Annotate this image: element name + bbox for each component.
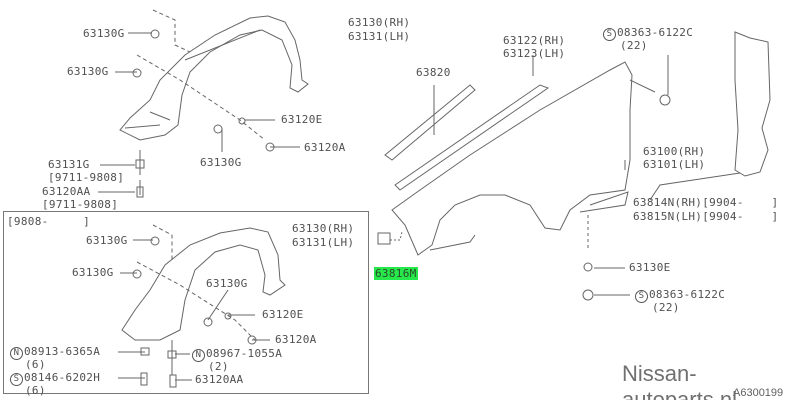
callout-63123-lh[interactable]: 63123(LH) <box>503 47 566 60</box>
quantity: (6) <box>25 384 46 397</box>
callout-63120aa[interactable]: 63120AA <box>42 185 91 198</box>
callout-63101-lh[interactable]: 63101(LH) <box>643 158 706 171</box>
watermark: Nissan-autoparts.nl <box>622 361 737 400</box>
part-number: 08967-1055A <box>206 347 283 360</box>
screw-symbol-icon: S <box>10 373 23 386</box>
fender-liner-box <box>118 224 286 388</box>
callout-63130g[interactable]: 63130G <box>83 27 125 40</box>
callout-63814n-rh[interactable]: 63814N(RH)[9904- ] <box>633 196 779 209</box>
callout-63130g[interactable]: 63130G <box>206 277 248 290</box>
diagram-code: A6300199 <box>733 387 784 399</box>
callout-63130g[interactable]: 63130G <box>67 65 109 78</box>
callout-63131-lh[interactable]: 63131(LH) <box>292 236 355 249</box>
callout-63130g[interactable]: 63130G <box>200 156 242 169</box>
callout-63130-rh[interactable]: 63130(RH) <box>292 222 355 235</box>
callout-63120e[interactable]: 63120E <box>262 308 304 321</box>
screw-symbol-icon: S <box>635 290 648 303</box>
callout-63816m-highlighted[interactable]: 63816M <box>374 267 418 280</box>
callout-63120e[interactable]: 63120E <box>281 113 323 126</box>
callout-63131-lh[interactable]: 63131(LH) <box>348 30 411 43</box>
callout-63815n-lh[interactable]: 63815N(LH)[9904- ] <box>633 210 779 223</box>
callout-63122-rh[interactable]: 63122(RH) <box>503 34 566 47</box>
callout-63131g[interactable]: 63131G <box>48 158 90 171</box>
date-range: [9711-9808] <box>48 171 125 184</box>
nut-symbol-icon: N <box>192 349 205 362</box>
callout-63130e[interactable]: 63130E <box>629 261 671 274</box>
part-number: 08363-6122C <box>617 26 694 39</box>
fender-liner-top <box>98 9 309 198</box>
callout-63120aa[interactable]: 63120AA <box>195 373 244 386</box>
callout-63130g[interactable]: 63130G <box>86 234 128 247</box>
fender-panel <box>377 31 771 301</box>
nut-symbol-icon: N <box>10 347 23 360</box>
callout-63100-rh[interactable]: 63100(RH) <box>643 145 706 158</box>
callout-63120a[interactable]: 63120A <box>275 333 317 346</box>
revision-box <box>3 211 369 394</box>
box-date-range: [9808- ] <box>7 215 91 228</box>
quantity: (22) <box>620 39 648 52</box>
screw-symbol-icon: S <box>603 28 616 41</box>
part-number: 08363-6122C <box>649 288 726 301</box>
callout-63120a[interactable]: 63120A <box>304 141 346 154</box>
callout-63820[interactable]: 63820 <box>416 66 451 79</box>
quantity: (22) <box>652 301 680 314</box>
part-number: 08913-6365A <box>24 345 101 358</box>
callout-63130g[interactable]: 63130G <box>72 266 114 279</box>
quantity: (6) <box>25 358 46 371</box>
date-range: [9711-9808] <box>42 198 119 211</box>
part-number: 08146-6202H <box>24 371 101 384</box>
quantity: (2) <box>208 360 229 373</box>
callout-63130-rh[interactable]: 63130(RH) <box>348 16 411 29</box>
